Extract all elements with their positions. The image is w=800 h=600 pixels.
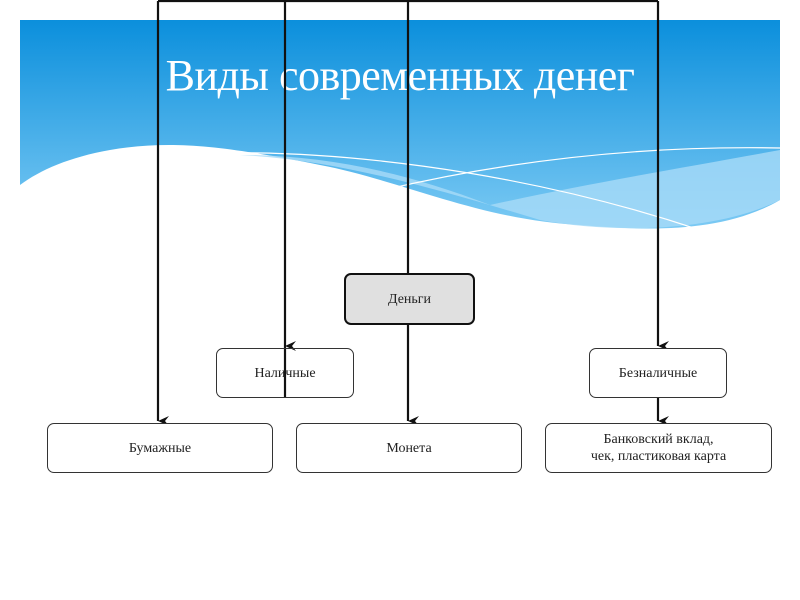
node-non-cash: Безналичные <box>589 348 727 398</box>
node-money: Деньги <box>344 273 475 325</box>
node-bank: Банковский вклад, чек, пластиковая карта <box>545 423 772 473</box>
node-cash: Наличные <box>216 348 354 398</box>
node-label: Наличные <box>254 365 316 381</box>
node-label: Монета <box>386 440 432 456</box>
node-label: Безналичные <box>618 365 698 381</box>
node-label: Деньги <box>387 291 432 307</box>
slide-title: Виды современных денег <box>165 51 635 100</box>
node-paper: Бумажные <box>47 423 273 473</box>
node-label-line2: чек, пластиковая карта <box>590 449 727 464</box>
node-label-line1: Банковский вклад, <box>603 432 714 447</box>
node-coin: Монета <box>296 423 522 473</box>
header-wave-background <box>20 20 780 231</box>
node-label: Бумажные <box>128 440 192 456</box>
